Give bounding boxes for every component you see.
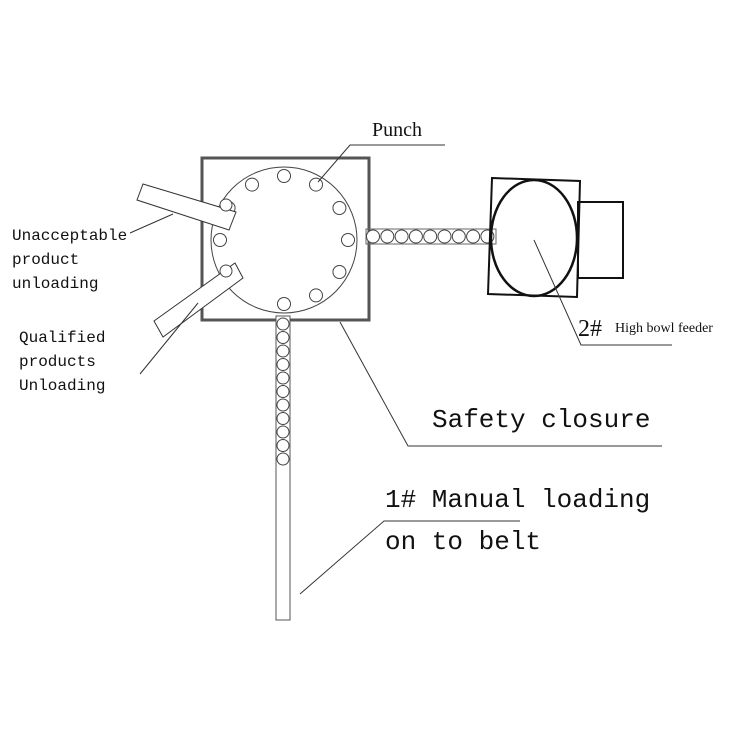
part-circle — [408, 229, 423, 244]
part-circle — [309, 288, 323, 303]
punch-label: Punch — [372, 119, 422, 141]
part-circle — [380, 229, 395, 244]
qualified-label-1: Qualified — [19, 329, 105, 347]
part-circle — [276, 317, 290, 331]
dial-hole — [219, 198, 233, 212]
part-circle — [451, 229, 466, 244]
safety-leader — [339, 321, 662, 447]
qualified-label-3: Unloading — [19, 377, 105, 395]
part-circle — [276, 452, 290, 466]
safety-closure-label: Safety closure — [432, 405, 650, 435]
feeder-leader — [533, 239, 672, 346]
unacceptable-label-1: Unacceptable — [12, 227, 127, 245]
manual-loading-label-2: on to belt — [385, 527, 541, 557]
part-circle — [276, 412, 290, 425]
part-circle — [213, 233, 227, 247]
feeder-base — [486, 176, 582, 299]
unacceptable-leader — [129, 213, 174, 234]
part-circle — [245, 177, 259, 192]
belt-parts — [276, 317, 290, 466]
part-circle — [276, 371, 290, 385]
part-circle — [423, 229, 438, 244]
part-circle — [394, 229, 409, 244]
part-circle — [276, 425, 290, 439]
part-circle — [366, 229, 380, 244]
part-circle — [437, 229, 452, 244]
part-circle — [276, 331, 290, 344]
dial-holes — [213, 169, 355, 311]
feeder-controller — [577, 201, 624, 279]
feeder-bowl — [489, 178, 579, 298]
part-circle — [276, 385, 290, 398]
part-circle — [332, 265, 347, 279]
feed-track-parts — [366, 229, 495, 244]
part-circle — [309, 177, 323, 192]
part-circle — [276, 439, 290, 452]
unacceptable-label-3: unloading — [12, 275, 98, 293]
qualified-chute — [153, 262, 244, 338]
qualified-leader — [139, 302, 199, 375]
manual-leader — [299, 520, 520, 595]
part-circle — [341, 233, 355, 247]
part-circle — [332, 201, 347, 215]
feeder-number: 2# — [578, 316, 602, 342]
part-circle — [277, 169, 291, 183]
part-circle — [277, 297, 291, 311]
dial-hole — [219, 264, 233, 278]
part-circle — [276, 358, 290, 371]
manual-loading-label-1: 1# Manual loading — [385, 485, 650, 515]
rotary-table — [210, 166, 358, 314]
part-circle — [276, 344, 290, 358]
feeder-label: High bowl feeder — [615, 321, 713, 336]
punch-leader — [317, 144, 445, 183]
part-circle — [466, 229, 481, 244]
qualified-label-2: products — [19, 353, 96, 371]
unacceptable-label-2: product — [12, 251, 79, 269]
unacceptable-chute — [136, 183, 237, 231]
part-circle — [276, 398, 290, 412]
